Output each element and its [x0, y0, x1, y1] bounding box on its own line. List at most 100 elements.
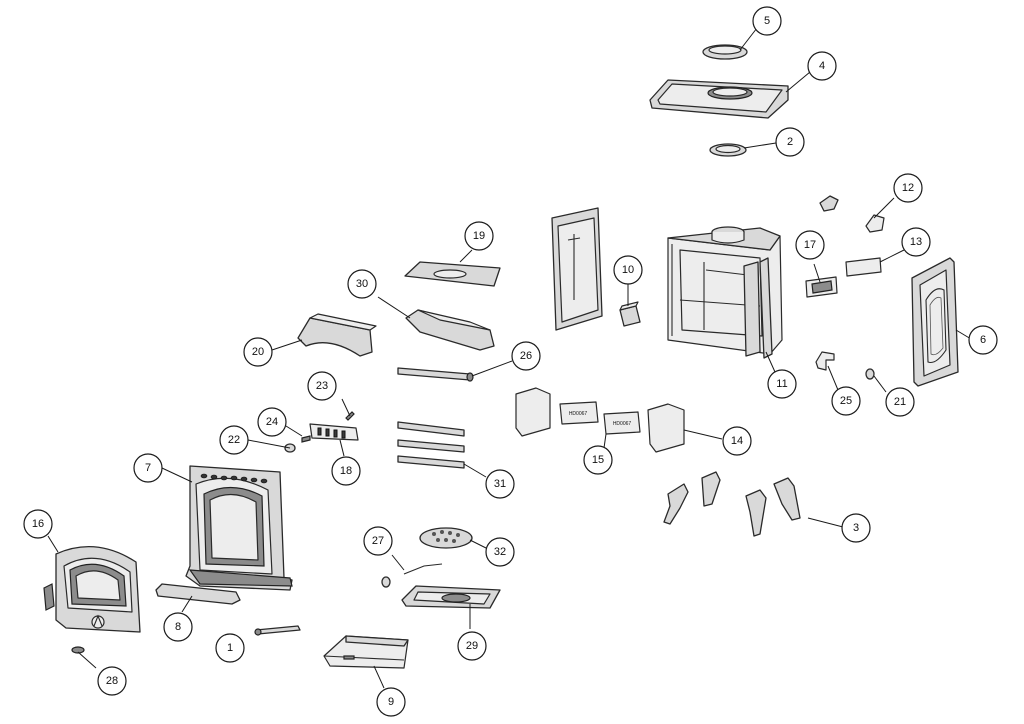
callout-circle [485, 469, 515, 499]
callout-25: 25 [831, 386, 861, 416]
callout-circle [243, 337, 273, 367]
callout-circle [307, 371, 337, 401]
callout-circle [968, 325, 998, 355]
callout-number: 26 [520, 350, 532, 362]
part-ash-pan-9 [323, 635, 409, 669]
callout-4: 4 [807, 51, 837, 81]
callout-number: 24 [266, 416, 278, 428]
callout-number: 16 [32, 518, 44, 530]
part-plate-13 [845, 257, 882, 277]
callout-17: 17 [795, 230, 825, 260]
callout-circle [23, 509, 53, 539]
callout-number: 6 [980, 334, 986, 346]
callout-circle [841, 513, 871, 543]
callout-circle [613, 255, 643, 285]
callout-number: 9 [388, 696, 394, 708]
callout-21: 21 [885, 387, 915, 417]
callout-circle [215, 633, 245, 663]
callout-20: 20 [243, 337, 273, 367]
callout-number: 5 [764, 15, 770, 27]
callout-number: 1 [227, 642, 233, 654]
callout-circle [133, 453, 163, 483]
callout-number: 31 [494, 478, 506, 490]
part-rod-26 [397, 367, 474, 382]
part-knob-28 [71, 646, 85, 654]
callout-13: 13 [901, 227, 931, 257]
callout-circle [376, 687, 406, 717]
part-knob-21 [865, 368, 875, 380]
part-bracket-25 [815, 351, 835, 371]
callout-6: 6 [968, 325, 998, 355]
callout-15: 15 [583, 445, 613, 475]
callout-number: 20 [252, 346, 264, 358]
part-baffle-11 [759, 257, 773, 359]
callout-number: 3 [853, 522, 859, 534]
callout-3: 3 [841, 513, 871, 543]
callout-number: 19 [473, 230, 485, 242]
callout-circle [752, 6, 782, 36]
callout-circle [347, 269, 377, 299]
callout-5: 5 [752, 6, 782, 36]
callout-circle [885, 387, 915, 417]
callout-number: 32 [494, 546, 506, 558]
callout-12: 12 [893, 173, 923, 203]
callout-11: 11 [767, 369, 797, 399]
callout-circle [722, 426, 752, 456]
callout-10: 10 [613, 255, 643, 285]
callout-number: 25 [840, 395, 852, 407]
callout-7: 7 [133, 453, 163, 483]
part-top-plate [649, 79, 789, 119]
callout-30: 30 [347, 269, 377, 299]
callout-number: 27 [372, 535, 384, 547]
callout-number: 8 [175, 621, 181, 633]
callout-bubbles: 1234567891011121314151617181920212223242… [23, 6, 998, 717]
callout-circle [795, 230, 825, 260]
callout-number: 14 [731, 435, 743, 447]
callout-circle [901, 227, 931, 257]
part-top-cap [702, 44, 748, 60]
callout-24: 24 [257, 407, 287, 437]
callout-number: 18 [340, 465, 352, 477]
part-plate-19 [404, 261, 501, 287]
callout-number: 11 [776, 378, 787, 390]
part-grate-bars-31 [397, 421, 465, 469]
callout-circle [464, 221, 494, 251]
callout-29: 29 [457, 631, 487, 661]
part-small-cylinder [381, 576, 391, 588]
callout-number: 10 [622, 264, 634, 276]
part-throat-20 [297, 313, 377, 357]
callout-circle [457, 631, 487, 661]
callout-number: 30 [356, 278, 368, 290]
part-legs-3 [663, 471, 801, 537]
part-handle-1 [254, 625, 301, 636]
callout-27: 27 [363, 526, 393, 556]
callout-18: 18 [331, 456, 361, 486]
callout-22: 22 [219, 425, 249, 455]
callout-28: 28 [97, 666, 127, 696]
callout-circle [257, 407, 287, 437]
part-ash-lip-8 [155, 583, 241, 605]
callout-23: 23 [307, 371, 337, 401]
callout-circle [831, 386, 861, 416]
callout-32: 32 [485, 537, 515, 567]
callout-number: 17 [804, 239, 816, 251]
callout-2: 2 [775, 127, 805, 157]
callout-26: 26 [511, 341, 541, 371]
callout-circle [583, 445, 613, 475]
part-side-panel-left [551, 207, 603, 331]
callout-circle [363, 526, 393, 556]
part-grate-32 [419, 527, 473, 549]
part-brick-15-b: HD0067 [603, 411, 641, 435]
part-flue-plate [709, 143, 747, 157]
part-brick-14 [647, 403, 685, 453]
part-brick-left [515, 387, 551, 437]
callout-number: 15 [592, 454, 604, 466]
part-main-body [667, 226, 783, 357]
part-side-panel-right [911, 257, 959, 387]
callout-circle [775, 127, 805, 157]
callout-19: 19 [464, 221, 494, 251]
callout-circle [219, 425, 249, 455]
part-brick-15-a: HD0067 [559, 401, 599, 425]
callout-number: 23 [316, 380, 328, 392]
